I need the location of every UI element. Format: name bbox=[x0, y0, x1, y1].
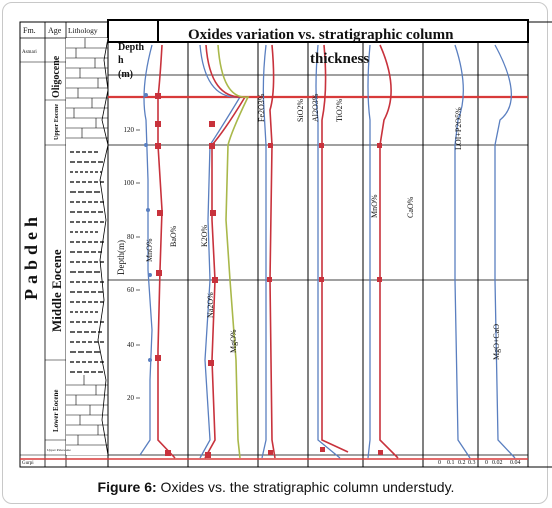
label-mno-2: MnO% bbox=[370, 194, 379, 218]
header-age: Age bbox=[48, 26, 62, 35]
age-upper-eocene: Upper Eocene bbox=[54, 104, 60, 140]
scale-0-2: 0.2 bbox=[458, 460, 466, 466]
figure-title-line2: thickness bbox=[310, 51, 370, 67]
label-k2o: K2O% bbox=[200, 224, 209, 247]
label-tio2: TiO2% bbox=[335, 98, 344, 122]
header-fm: Fm. bbox=[23, 26, 36, 35]
scale-0-1: 0.1 bbox=[447, 460, 455, 466]
chart-panels bbox=[107, 41, 529, 468]
scale-0: 0 bbox=[438, 460, 441, 466]
tick-80: 80 bbox=[127, 233, 135, 241]
panel-6-series bbox=[454, 44, 471, 459]
label-bao: BaO% bbox=[169, 225, 178, 247]
scale-0-3: 0.3 bbox=[468, 460, 476, 466]
scale-0-b: 0 bbox=[485, 460, 488, 466]
axis-label-depth: Depth(m) bbox=[116, 240, 126, 275]
tick-100: 100 bbox=[124, 179, 135, 187]
tick-60: 60 bbox=[127, 286, 135, 294]
scale-0-02: 0.02 bbox=[492, 460, 503, 466]
panel-5-series bbox=[367, 44, 399, 459]
age-middle-eocene: Middle Eocene bbox=[49, 249, 64, 332]
figure-caption: Figure 6: Oxides vs. the stratigraphic c… bbox=[0, 479, 552, 495]
header-depth-h: h bbox=[118, 55, 124, 66]
panel-2-series bbox=[199, 44, 250, 459]
age-gurpi: Gurpi bbox=[22, 461, 34, 466]
label-sio2: SiO2% bbox=[296, 99, 305, 122]
label-al2o3: Al2O3% bbox=[311, 93, 320, 122]
age-asmari: Asmari bbox=[22, 50, 37, 55]
caption-label: Figure 6: bbox=[97, 479, 157, 495]
panel-3-series bbox=[261, 44, 276, 459]
scale-0-04: 0.04 bbox=[510, 460, 521, 466]
lithology-column bbox=[66, 37, 109, 456]
label-mgo-cao: MgO+CaO bbox=[492, 324, 501, 360]
tick-120: 120 bbox=[124, 126, 135, 134]
header-depth: Depth bbox=[118, 42, 145, 53]
label-na2o: Na2O% bbox=[206, 292, 215, 318]
age-oligocene: Oligocene bbox=[51, 55, 62, 98]
header-unit: (m) bbox=[118, 69, 133, 80]
formation-name: Pabdeh bbox=[21, 212, 41, 300]
panel-1-series bbox=[139, 44, 176, 459]
label-cao: CaO% bbox=[406, 196, 415, 218]
label-fe2o3: Fe2O3% bbox=[257, 93, 266, 122]
label-mgo: MgO% bbox=[229, 329, 238, 353]
panel-7-series bbox=[494, 44, 516, 459]
label-loi: LOI+P2O5% bbox=[454, 107, 463, 150]
panel-4-series bbox=[315, 44, 349, 459]
caption-text: Oxides vs. the stratigraphic column unde… bbox=[156, 479, 455, 495]
label-mno: MnO% bbox=[145, 238, 154, 262]
age-upper-paleocene: Upper Paleocene bbox=[47, 448, 71, 452]
tick-40: 40 bbox=[127, 341, 135, 349]
tick-20: 20 bbox=[127, 394, 135, 402]
age-lower-eocene: Lower Eocene bbox=[52, 390, 60, 432]
figure-title-line1: Oxides variation vs. stratigraphic colum… bbox=[188, 27, 454, 43]
header-lithology: Lithology bbox=[68, 26, 98, 35]
